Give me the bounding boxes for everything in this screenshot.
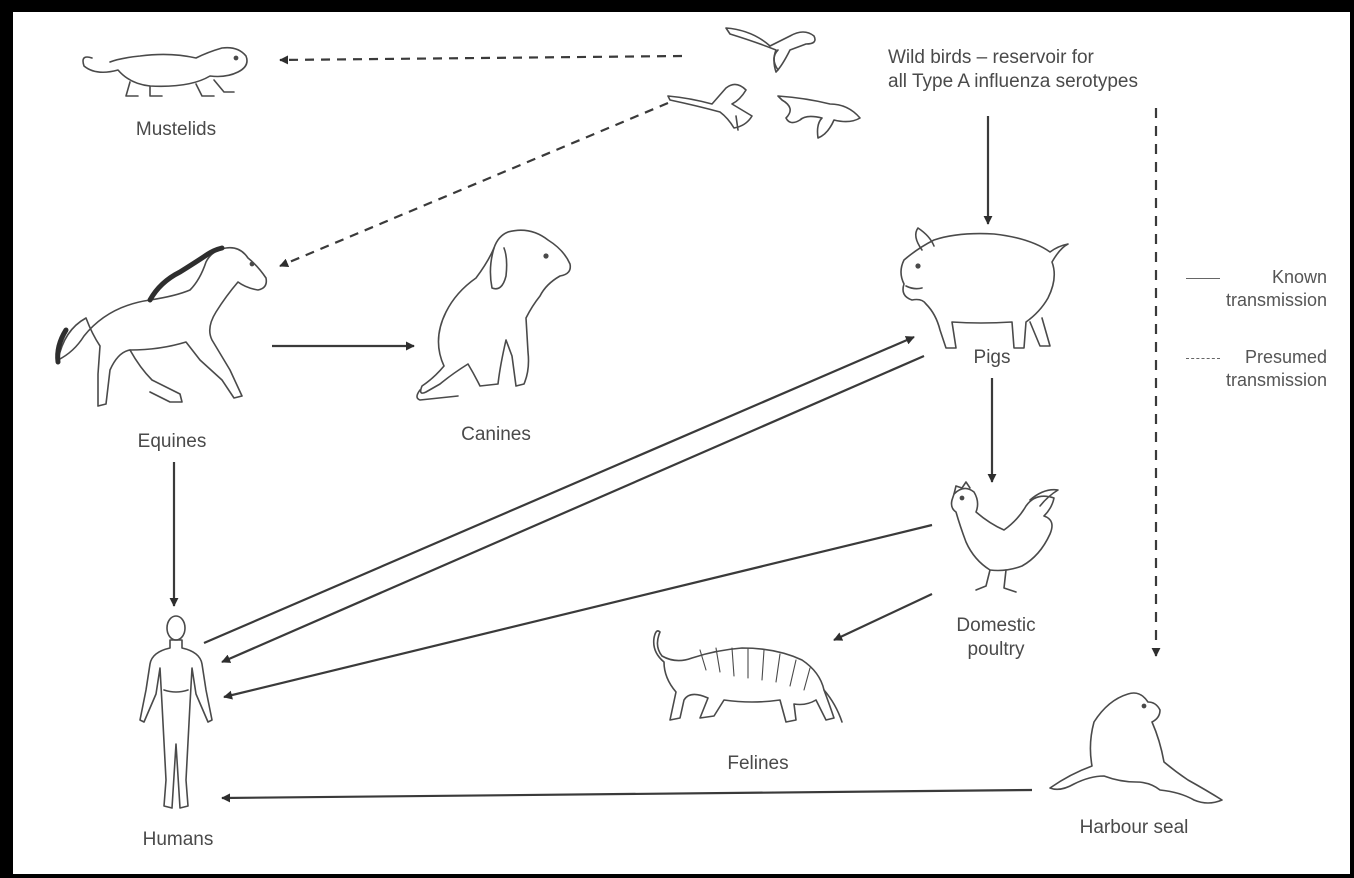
edge-humans-pigs: [204, 337, 914, 643]
edge-pigs-humans: [222, 356, 924, 662]
harbour-seal-label: Harbour seal: [1080, 816, 1189, 840]
wild-birds-label: Wild birds – reservoir for all Type A in…: [888, 46, 1138, 94]
canines-label: Canines: [461, 423, 531, 447]
equines-label: Equines: [138, 430, 207, 454]
harbour-seal-drawing: [1050, 693, 1222, 803]
edge-poultry-felines: [834, 594, 932, 640]
rooster-drawing: [952, 482, 1059, 592]
mustelid-drawing: [83, 48, 247, 96]
human-drawing: [140, 616, 212, 808]
legend-solid-line: [1186, 278, 1220, 279]
legend-dashed-line: [1186, 358, 1220, 359]
tiger-drawing: [654, 631, 842, 722]
legend-presumed: Presumed transmission: [1186, 346, 1327, 392]
edge-poultry-humans: [224, 525, 932, 697]
legend-known-text: Known transmission: [1226, 266, 1327, 312]
edge-harbourseal-humans: [222, 790, 1032, 798]
legend-presumed-text: Presumed transmission: [1226, 346, 1327, 392]
canine-drawing: [417, 230, 570, 400]
wild-birds-drawing: [668, 28, 860, 138]
domestic-poultry-label: Domestic poultry: [956, 614, 1035, 662]
mustelids-label: Mustelids: [136, 118, 216, 142]
pigs-label: Pigs: [974, 346, 1011, 370]
edge-wildbirds-mustelids: [280, 56, 682, 60]
humans-label: Humans: [143, 828, 214, 852]
felines-label: Felines: [727, 752, 788, 776]
wild-birds-text: Wild birds – reservoir for all Type A in…: [888, 46, 1138, 94]
pig-drawing: [901, 228, 1068, 348]
edge-wildbirds-equines: [280, 103, 668, 266]
equine-drawing: [58, 248, 267, 406]
legend-known: Known transmission: [1186, 266, 1327, 312]
